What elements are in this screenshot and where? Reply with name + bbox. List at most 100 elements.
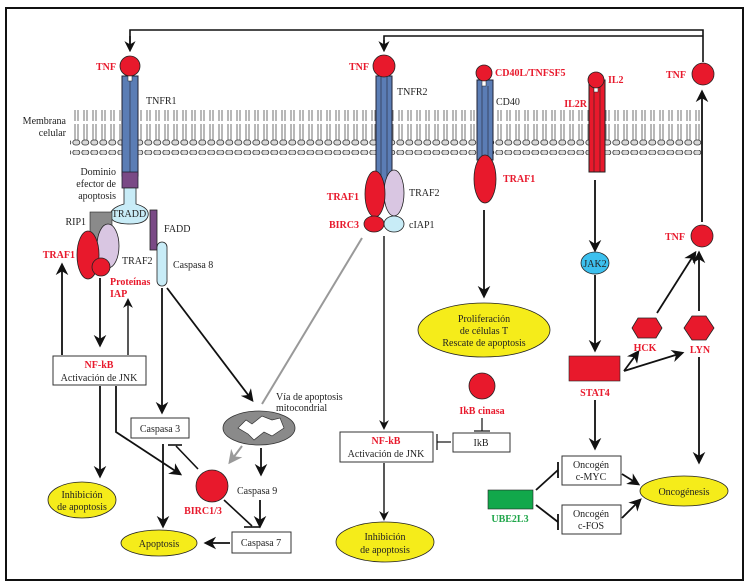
traf1-left-label: TRAF1 [43, 250, 75, 261]
inhibit-birc-casp3 [175, 445, 199, 470]
caspase7-label: Caspasa 7 [241, 538, 281, 549]
frame-border [5, 7, 744, 581]
hck [631, 317, 663, 339]
proliferation-1: Proliferación [458, 314, 510, 325]
arrow-nfkb-to-birc [115, 386, 183, 476]
inhibition-mid-2: de apoptosis [360, 545, 410, 556]
c-myc-line2: c-MYC [576, 472, 607, 483]
stat4-label: STAT4 [580, 388, 610, 399]
cd40l-label: CD40L/TNFSF5 [495, 68, 566, 79]
traf1-cd40 [473, 154, 497, 204]
tnf-label-mid: TNF [349, 62, 369, 73]
jak2-label: JAK2 [583, 259, 606, 270]
birc3-mid-label: BIRC3 [329, 220, 359, 231]
jak2 [580, 251, 610, 275]
tnfr1-label: TNFR1 [146, 96, 177, 107]
ciap1-mid [383, 215, 405, 233]
lyn [683, 315, 715, 341]
nfkb-box-mid [339, 431, 434, 463]
arrow-stat4-to-lyn [623, 349, 685, 372]
nfkb-mid-sub: Activación de JNK [348, 449, 425, 460]
tnf-right-mid [690, 224, 714, 248]
cd40-label: CD40 [496, 97, 520, 108]
lyn-label: LYN [690, 345, 711, 356]
tnf-ligand-mid [372, 54, 396, 78]
c-fos-box [561, 504, 622, 535]
tnf-feedback-line-mid [383, 35, 703, 50]
death-domain-label-1: Dominio [80, 167, 116, 178]
traf2-mid-label: TRAF2 [409, 188, 440, 199]
ube2l3 [487, 489, 534, 510]
c-myc-line1: Oncogén [573, 460, 609, 471]
inhibit-ube2l3-fos [535, 504, 559, 523]
ciap1-mid-label: cIAP1 [409, 220, 435, 231]
tradd [109, 187, 149, 225]
membrane-label-1: Membrana [23, 116, 67, 127]
death-domain-label-3: apoptosis [78, 191, 116, 202]
il2-label: IL2 [608, 75, 624, 86]
nfkb-left-title: NF-kB [85, 360, 114, 371]
il2r-label: IL2R [564, 99, 588, 110]
apoptosis-label: Apoptosis [139, 539, 180, 550]
ikb-kinase [468, 372, 496, 400]
arrow-casp8-to-mito [166, 287, 254, 403]
caspase8-label: Caspasa 8 [173, 260, 213, 271]
traf1-cd40-label: TRAF1 [503, 174, 535, 185]
nfkb-mid-title: NF-kB [372, 436, 401, 447]
rip1-label: RIP1 [65, 217, 86, 228]
tnf-right-top-label: TNF [666, 70, 686, 81]
il2-ligand [587, 71, 605, 89]
grey-line-birc3-to-mito [261, 237, 363, 405]
il2r-receptor [588, 79, 606, 173]
fadd [149, 209, 158, 251]
ube2l3-label: UBE2L3 [491, 514, 528, 525]
proliferation-3: Rescate de apoptosis [442, 338, 525, 349]
oncogenesis-label: Oncogénesis [658, 487, 709, 498]
c-myc-box [561, 455, 622, 486]
tnf-ligand-left [119, 55, 141, 77]
tnfr2-receptor [375, 75, 393, 187]
arrow-stat4-to-hck [623, 349, 640, 372]
iap-label-1: Proteínas [110, 277, 150, 288]
c-fos-line1: Oncogén [573, 509, 609, 520]
tnf-feedback-line-left [129, 29, 704, 62]
nfkb-box-left [52, 355, 147, 386]
death-domain-label-2: efector de [76, 179, 116, 190]
tnf-right-top [691, 62, 715, 86]
mito-label-1: Vía de apoptosis [276, 392, 343, 403]
arrow-hck-to-tnf [656, 250, 697, 314]
traf2-mid [383, 169, 405, 217]
inhibition-apoptosis-left [47, 481, 117, 519]
stat4 [568, 355, 621, 382]
fadd-label: FADD [164, 224, 190, 235]
traf1-mid [364, 170, 386, 218]
inhibit-birc-casp7 [223, 499, 253, 527]
t-cell-proliferation [417, 302, 551, 358]
caspase7-box [231, 531, 292, 554]
cd40l-ligand [475, 64, 493, 82]
tnf-label-left: TNF [96, 62, 116, 73]
ikb-label: IkB [474, 438, 489, 449]
iap-label-2: IAP [110, 289, 127, 300]
mitochondrion-cristae [237, 415, 285, 441]
birc1-3 [195, 469, 229, 503]
caspase9-label: Caspasa 9 [237, 486, 277, 497]
cd40-receptor [476, 79, 494, 161]
birc1-3-label: BIRC1/3 [184, 506, 222, 517]
inhibition-left-2: de apoptosis [57, 502, 107, 513]
apoptosis-ellipse [120, 529, 198, 557]
hck-label: HCK [634, 343, 657, 354]
inhibition-apoptosis-mid [335, 521, 435, 563]
caspase8 [156, 241, 168, 287]
ikb-box [452, 432, 511, 453]
inhibit-ube2l3-myc [535, 469, 559, 491]
tnf-right-mid-label: TNF [665, 232, 685, 243]
traf2-left-label: TRAF2 [122, 256, 153, 267]
caspase3-label: Caspasa 3 [140, 424, 180, 435]
membrane-label-2: celular [39, 128, 67, 139]
caspase3-box [130, 417, 190, 439]
tradd-label: TRADD [112, 209, 146, 220]
inhibition-mid-1: Inhibición [364, 532, 405, 543]
c-fos-line2: c-FOS [578, 521, 604, 532]
